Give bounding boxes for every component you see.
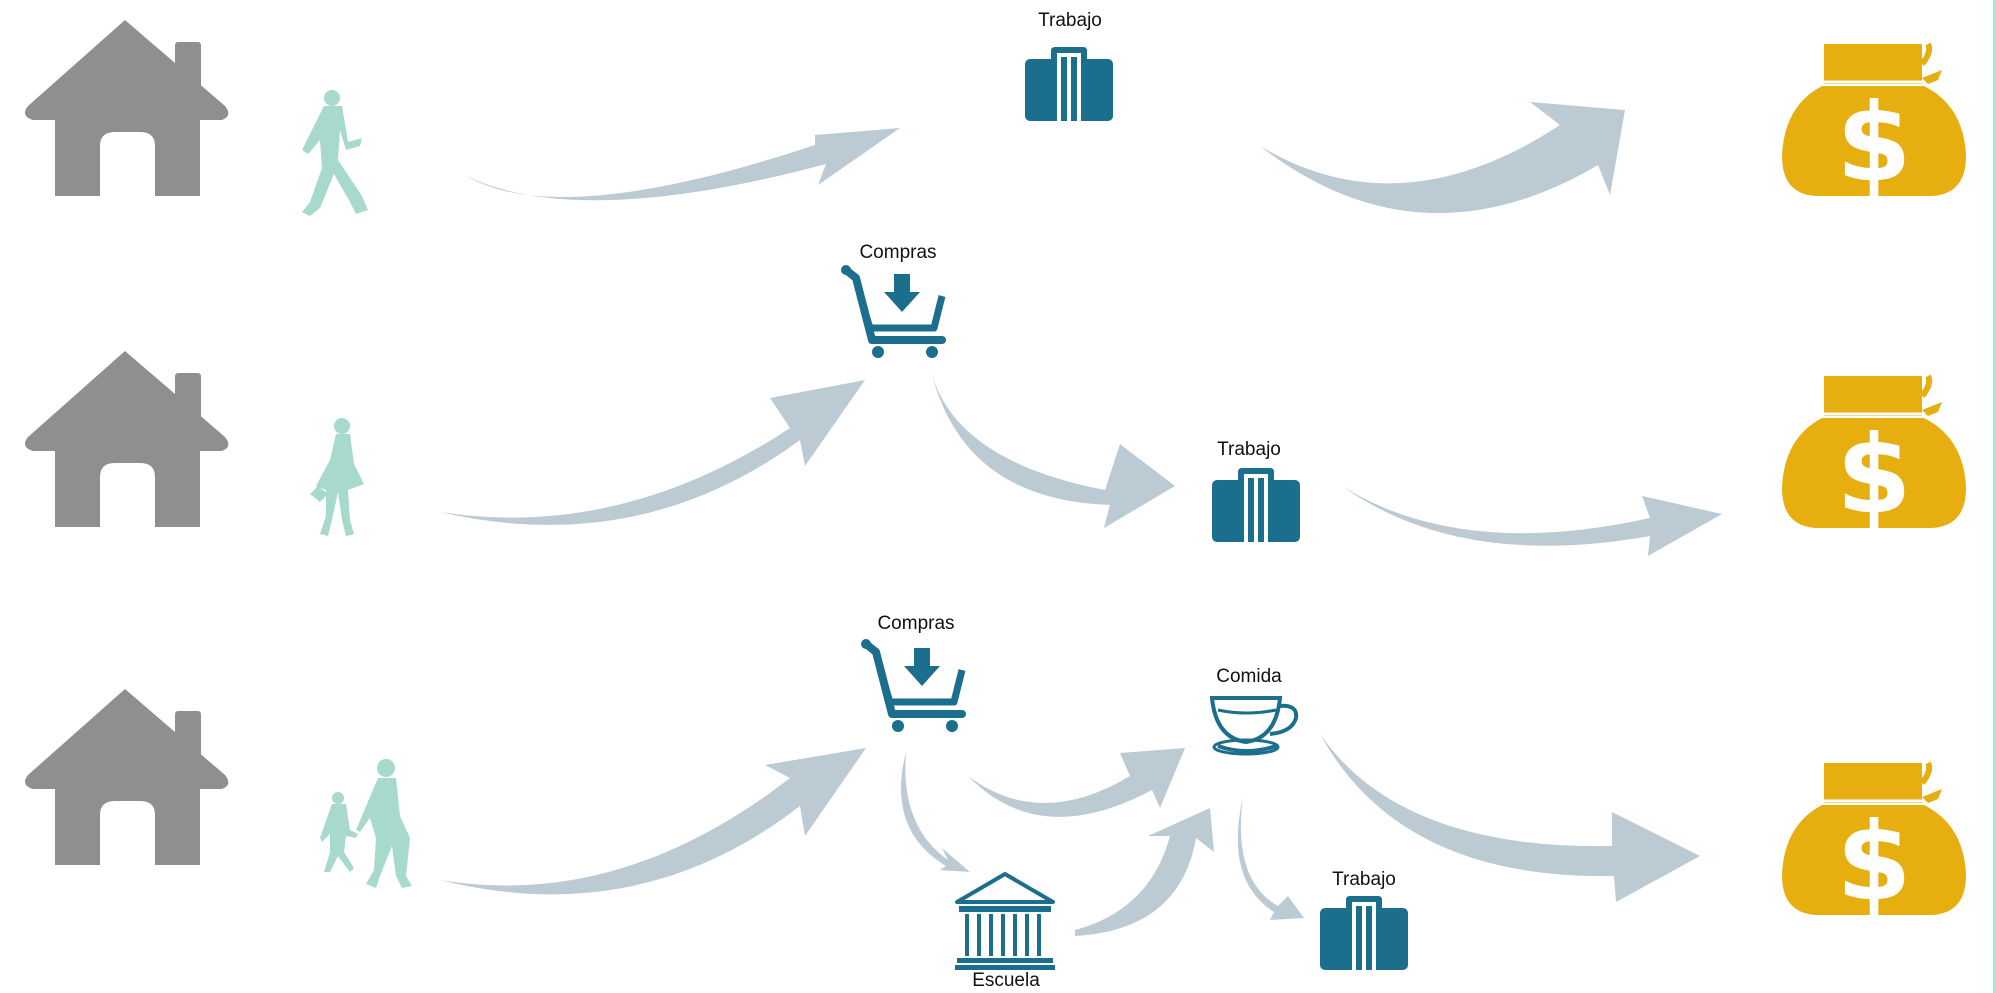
coffee-cup-icon bbox=[1210, 696, 1299, 756]
house-icon bbox=[24, 351, 229, 527]
right-edge-accent bbox=[1993, 0, 1996, 993]
briefcase-icon bbox=[1320, 896, 1408, 970]
arrow-row3-school-to-food bbox=[1075, 808, 1214, 936]
label-row3-food: Comida bbox=[1216, 666, 1282, 687]
house-icon bbox=[24, 689, 229, 865]
money-bag-icon bbox=[1782, 44, 1966, 206]
school-building-icon bbox=[953, 872, 1057, 972]
label-row1-work: Trabajo bbox=[1038, 10, 1102, 31]
arrow-row3-food-to-work bbox=[1237, 797, 1304, 920]
house-icon bbox=[24, 20, 229, 196]
money-bag-icon bbox=[1782, 763, 1966, 925]
label-row3-school: Escuela bbox=[972, 970, 1040, 991]
money-bag-icon bbox=[1782, 376, 1966, 538]
walking-person-icon bbox=[302, 90, 368, 216]
shopping-cart-icon bbox=[841, 265, 942, 358]
arrow-row2-shopping-to-work bbox=[930, 366, 1175, 528]
briefcase-icon bbox=[1025, 47, 1113, 121]
walking-woman-icon bbox=[310, 418, 364, 536]
arrows-group bbox=[440, 102, 1722, 936]
arrow-row3-food-to-money bbox=[1320, 734, 1700, 902]
arrow-row2-work-to-money bbox=[1342, 486, 1722, 556]
arrow-row2-home-to-shopping bbox=[440, 380, 865, 525]
walking-child-icon bbox=[320, 792, 358, 872]
label-row2-work: Trabajo bbox=[1217, 439, 1281, 460]
arrow-row3-home-to-shopping bbox=[440, 748, 866, 895]
arrow-row3-shopping-to-school bbox=[901, 752, 970, 872]
arrow-row3-shopping-to-food bbox=[968, 748, 1185, 817]
briefcase-icon bbox=[1212, 468, 1300, 542]
arrow-row1-home-to-work bbox=[466, 128, 900, 201]
walking-adult-icon bbox=[356, 759, 412, 888]
label-row2-shopping: Compras bbox=[859, 242, 937, 263]
arrow-row1-work-to-money bbox=[1260, 102, 1625, 214]
label-row3-work: Trabajo bbox=[1332, 869, 1396, 890]
label-row3-shopping: Compras bbox=[877, 613, 955, 634]
shopping-cart-icon bbox=[861, 639, 962, 732]
